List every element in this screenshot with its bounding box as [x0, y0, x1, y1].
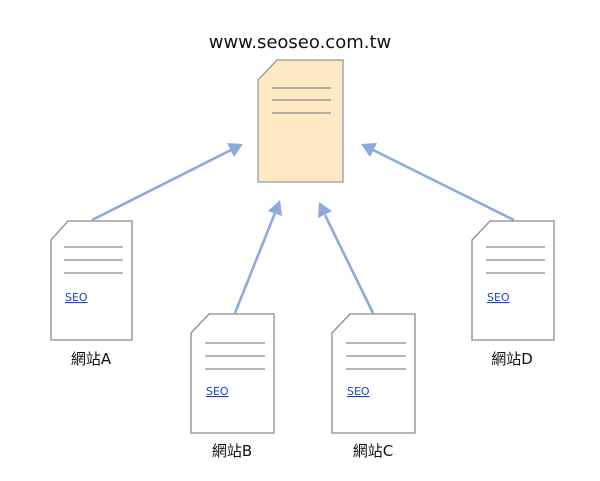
site-d-document-icon [471, 220, 555, 341]
site-b-seo-link[interactable]: SEO [206, 385, 229, 398]
site-d-page: SEO 網站D [471, 220, 555, 368]
site-c-seo-link[interactable]: SEO [347, 385, 370, 398]
site-b-document-icon [190, 313, 275, 434]
site-c-label: 網站C [353, 442, 393, 460]
site-d-label: 網站D [491, 350, 533, 368]
site-b-page: SEO 網站B [190, 313, 275, 460]
site-c-document-icon [331, 313, 416, 434]
target-site-title: www.seoseo.com.tw [209, 32, 392, 53]
site-a-document-icon [50, 220, 133, 341]
arrow-a-to-target [91, 143, 243, 222]
site-d-seo-link[interactable]: SEO [487, 291, 510, 304]
target-page-icon [257, 59, 344, 183]
site-a-label: 網站A [71, 350, 112, 368]
site-a-page: SEO 網站A [50, 220, 133, 368]
arrow-c-to-target [318, 202, 375, 314]
arrow-d-to-target [361, 143, 515, 222]
site-c-page: SEO 網站C [331, 313, 416, 460]
site-b-label: 網站B [212, 442, 252, 460]
arrow-b-to-target [233, 200, 282, 314]
site-a-seo-link[interactable]: SEO [65, 291, 88, 304]
